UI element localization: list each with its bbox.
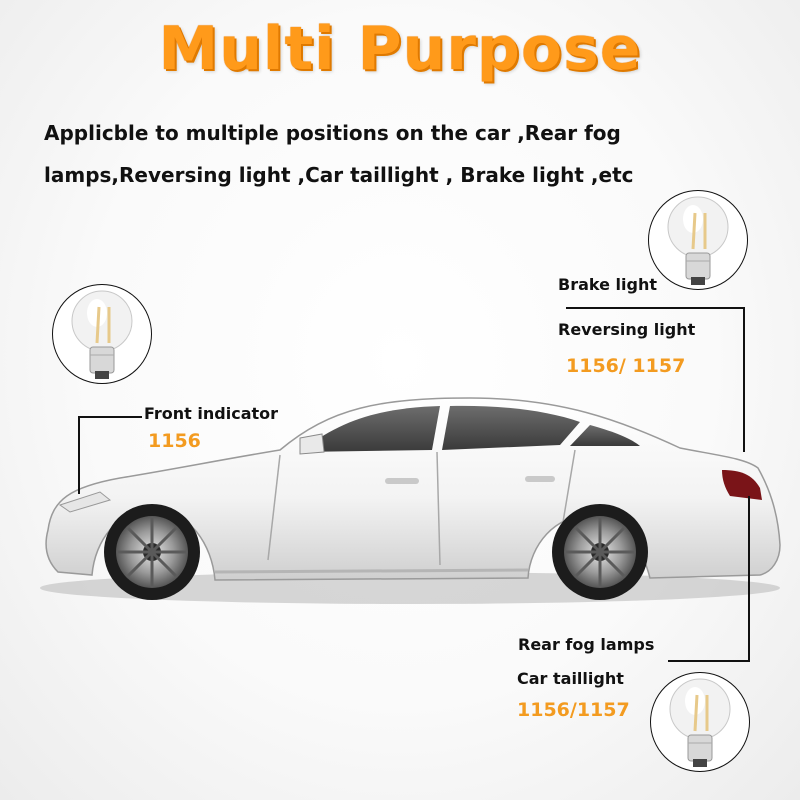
- callout-line-front-h: [78, 416, 142, 418]
- front-indicator-label: Front indicator: [144, 404, 279, 423]
- brake-light-label: Brake light: [558, 275, 657, 294]
- filament-bulb-icon: [650, 672, 750, 772]
- car-taillight-label: Car taillight: [517, 669, 624, 688]
- rear-bottom-code: 1156/1157: [517, 699, 630, 721]
- callout-line-rear-top-v: [743, 307, 745, 452]
- filament-bulb-icon: [52, 284, 152, 384]
- page-title: Multi Purpose: [158, 14, 642, 84]
- callout-line-rear-bottom-v: [748, 496, 750, 662]
- filament-bulb-icon: [648, 190, 748, 290]
- rear-fog-lamps-label: Rear fog lamps: [518, 635, 655, 654]
- callout-line-rear-bottom-h: [668, 660, 750, 662]
- rear-top-code: 1156/ 1157: [566, 355, 686, 377]
- front-indicator-code: 1156: [148, 430, 201, 452]
- callout-line-rear-top-h: [566, 307, 744, 309]
- callout-line-front: [78, 416, 80, 494]
- description-text: Applicble to multiple positions on the c…: [44, 121, 634, 187]
- white-sedan-car: [40, 397, 781, 604]
- reversing-light-label: Reversing light: [558, 320, 696, 339]
